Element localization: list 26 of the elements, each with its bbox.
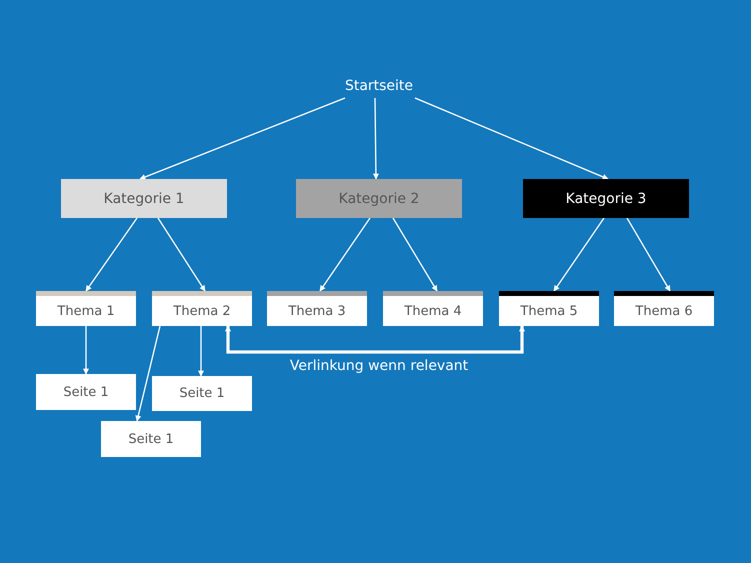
- category-box: Kategorie 2: [296, 179, 462, 218]
- text-label: Startseite: [330, 74, 428, 98]
- page-box: Seite 1: [152, 376, 252, 411]
- topic-box: Thema 4: [383, 291, 483, 326]
- arrow: [85, 218, 138, 292]
- arrow: [139, 97, 346, 180]
- arrow: [626, 218, 671, 292]
- arrow: [198, 326, 204, 377]
- arrow: [319, 218, 371, 292]
- arrow: [553, 218, 605, 292]
- category-box: Kategorie 3: [523, 179, 689, 218]
- arrow: [83, 326, 89, 375]
- arrow: [135, 326, 161, 422]
- arrow: [225, 325, 525, 354]
- arrow: [157, 218, 206, 292]
- page-box: Seite 1: [36, 374, 136, 410]
- arrow: [392, 218, 438, 292]
- topic-box: Thema 2: [152, 291, 252, 326]
- arrow: [414, 97, 609, 180]
- topic-box: Thema 3: [267, 291, 367, 326]
- category-box: Kategorie 1: [61, 179, 227, 218]
- arrow: [372, 98, 379, 180]
- topic-box: Thema 5: [499, 291, 599, 326]
- topic-box: Thema 6: [614, 291, 714, 326]
- topic-box: Thema 1: [36, 291, 136, 326]
- page-box: Seite 1: [101, 421, 201, 457]
